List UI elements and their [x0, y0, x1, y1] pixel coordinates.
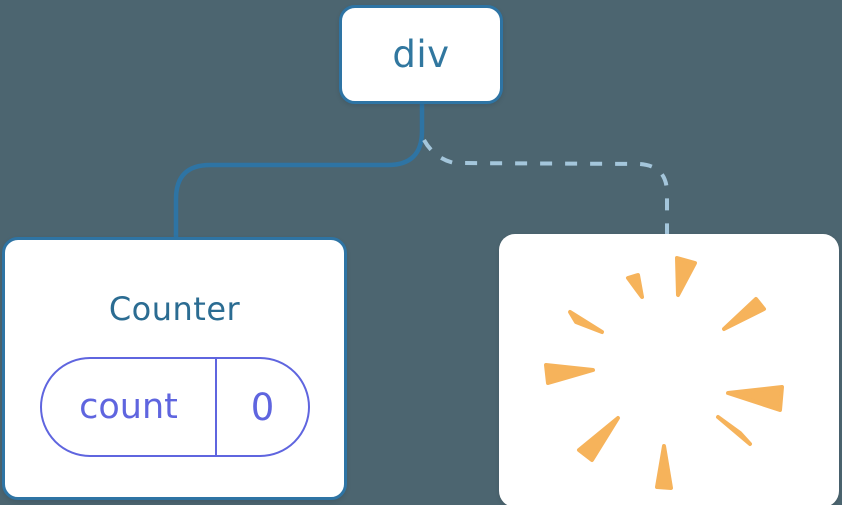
root-node: div [339, 5, 503, 104]
connector-solid [173, 103, 425, 239]
counter-node: Counter count 0 [2, 237, 347, 500]
removed-node [499, 234, 839, 505]
state-pill: count 0 [40, 357, 310, 457]
counter-node-title: Counter [108, 290, 241, 328]
poof-icon [544, 256, 784, 490]
state-value: 0 [250, 385, 275, 429]
root-node-label: div [392, 33, 450, 76]
connector-dashed [422, 138, 669, 236]
state-name: count [42, 359, 217, 455]
